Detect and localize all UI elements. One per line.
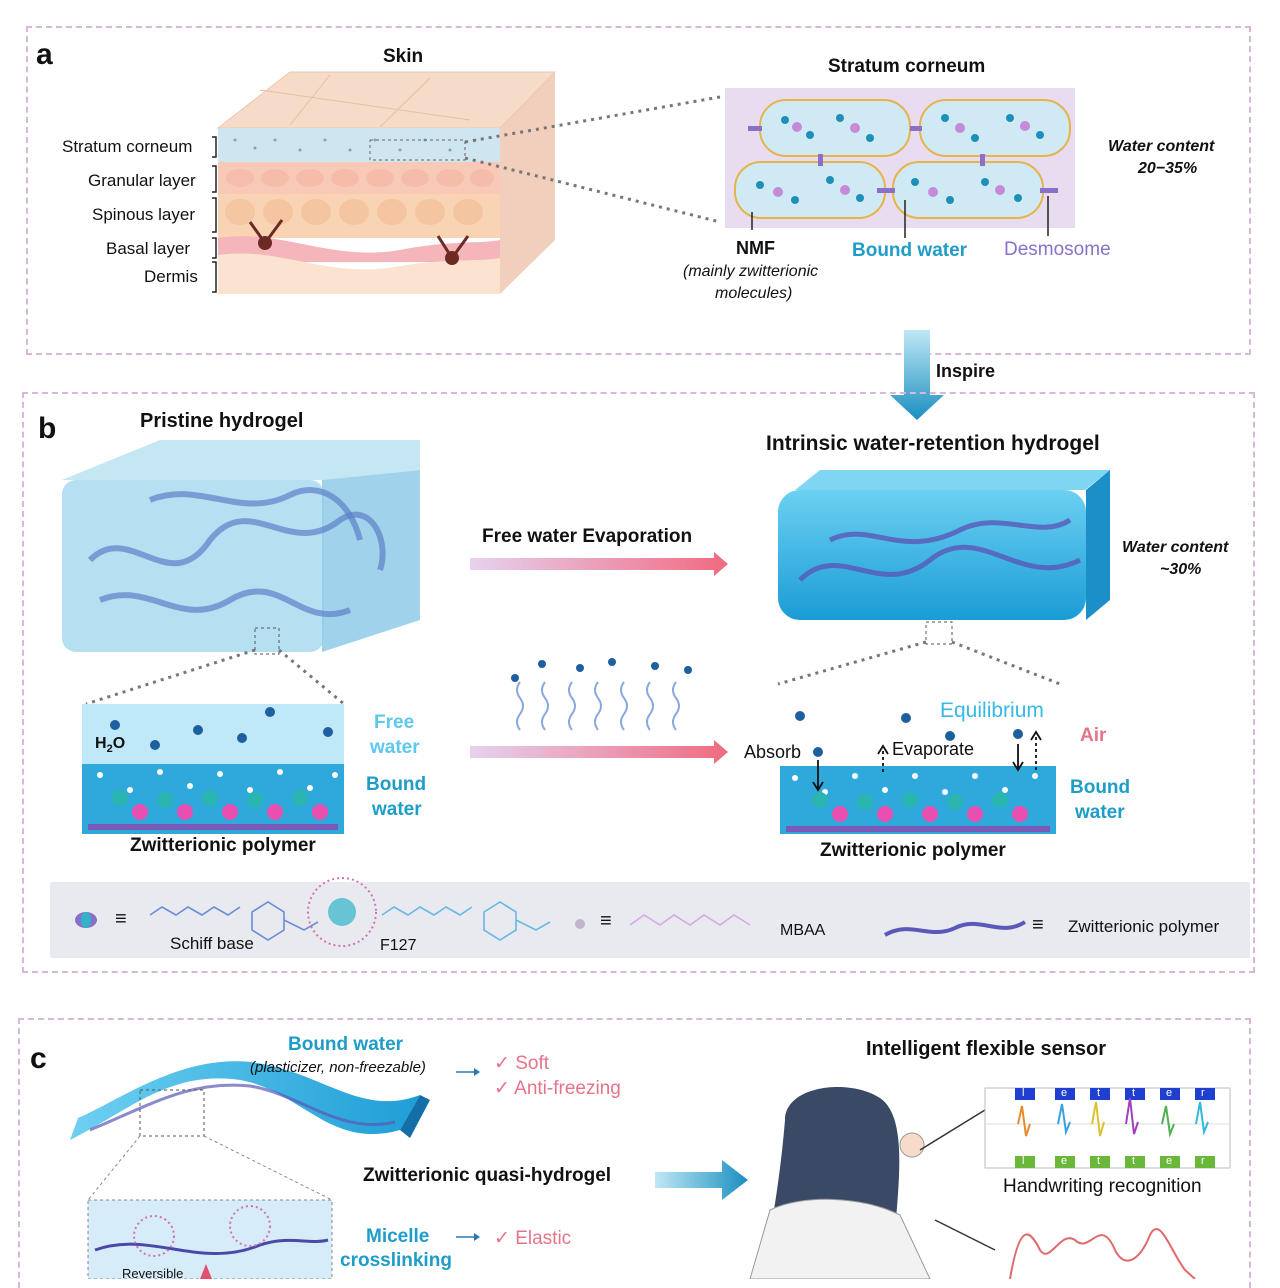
h2o-sub: 2	[106, 743, 113, 756]
anti-freezing-label: ✓ Anti-freezing	[494, 1078, 621, 1099]
letter-6: r	[1201, 1087, 1205, 1099]
equilibrium-label: Equilibrium	[940, 699, 1044, 722]
water-content-a-title: Water content	[1108, 138, 1215, 155]
water-content-b-title: Water content	[1122, 539, 1229, 556]
letter-bottom-1: l	[1022, 1155, 1025, 1167]
intrinsic-hydrogel-title: Intrinsic water-retention hydrogel	[766, 432, 1100, 455]
zwitterionic-polymer-left: Zwitterionic polymer	[130, 835, 316, 856]
nmf-label: NMF	[736, 238, 775, 258]
quasi-hydrogel-label: Zwitterionic quasi-hydrogel	[363, 1165, 612, 1186]
free-water-2: water	[370, 737, 420, 758]
legend-bar	[50, 882, 1250, 958]
evaporation-label: Free water Evaporation	[482, 526, 693, 547]
micelle-label-1: Micelle	[366, 1226, 430, 1247]
water-content-a-value: 20−35%	[1138, 160, 1198, 177]
h2o-main: H	[95, 735, 107, 752]
nmf-note-1: (mainly zwitterionic	[683, 263, 819, 280]
legend-equiv-2: ≡	[600, 910, 612, 932]
letter-1: l	[1022, 1087, 1025, 1099]
letter-bottom-3: t	[1097, 1155, 1101, 1167]
evaporate-label: Evaporate	[892, 739, 975, 759]
bound-water-a-label: Bound water	[852, 240, 968, 261]
absorb-label: Absorb	[744, 742, 802, 762]
water-content-b-value: ~30%	[1160, 561, 1202, 578]
bound-water-c-label: Bound water	[288, 1034, 404, 1055]
panel-c-label: c	[30, 1042, 47, 1075]
letter-5: e	[1166, 1087, 1173, 1099]
letter-bottom-5: e	[1166, 1155, 1173, 1167]
layer-spinous: Spinous layer	[92, 205, 196, 224]
micelle-label-2: crosslinking	[340, 1250, 452, 1271]
legend-equiv-1: ≡	[115, 908, 127, 930]
panel-b	[22, 392, 1255, 973]
letter-3: t	[1097, 1087, 1101, 1099]
letter-4: t	[1132, 1087, 1136, 1099]
legend-schiff-base: Schiff base	[170, 934, 254, 953]
free-water-1: Free	[374, 712, 415, 733]
layer-dermis: Dermis	[144, 267, 198, 286]
nmf-note-2: molecules)	[715, 285, 793, 302]
panel-a	[26, 26, 1251, 355]
legend-equiv-3: ≡	[1032, 914, 1044, 936]
zwitterionic-polymer-right: Zwitterionic polymer	[820, 840, 1006, 861]
bound-water-r-2: water	[1075, 802, 1125, 823]
bound-water-b-2: water	[372, 799, 422, 820]
letter-bottom-2: e	[1061, 1155, 1068, 1167]
legend-zwitterionic-polymer: Zwitterionic polymer	[1068, 917, 1220, 936]
sc-title: Stratum corneum	[828, 56, 986, 77]
bound-water-r-1: Bound	[1070, 777, 1131, 798]
sensor-title: Intelligent flexible sensor	[866, 1038, 1107, 1060]
air-label: Air	[1080, 725, 1107, 746]
letter-bottom-6: r	[1201, 1155, 1205, 1167]
desmosome-label: Desmosome	[1004, 239, 1111, 260]
pristine-hydrogel-title: Pristine hydrogel	[140, 410, 304, 432]
handwriting-label: Handwriting recognition	[1003, 1176, 1202, 1197]
layer-basal: Basal layer	[106, 239, 191, 258]
legend-f127: F127	[380, 937, 417, 954]
h2o-label: H2O	[95, 735, 125, 755]
panel-a-label: a	[36, 38, 53, 71]
letter-2: e	[1061, 1087, 1068, 1099]
elastic-label: ✓ Elastic	[494, 1228, 572, 1249]
soft-label: ✓ Soft	[494, 1053, 549, 1074]
skin-title: Skin	[383, 46, 424, 67]
bound-water-b-1: Bound	[366, 774, 427, 795]
inspire-label: Inspire	[936, 361, 996, 381]
bound-water-c-note: (plasticizer, non-freezable)	[250, 1059, 426, 1076]
layer-stratum-corneum: Stratum corneum	[62, 137, 193, 156]
legend-mbaa: MBAA	[780, 922, 826, 939]
panel-c	[18, 1018, 1251, 1288]
reversible-label: Reversible	[122, 1266, 184, 1281]
letter-bottom-4: t	[1132, 1155, 1136, 1167]
h2o-tail: O	[112, 735, 126, 752]
layer-granular: Granular layer	[88, 171, 196, 190]
panel-b-label: b	[38, 412, 57, 445]
